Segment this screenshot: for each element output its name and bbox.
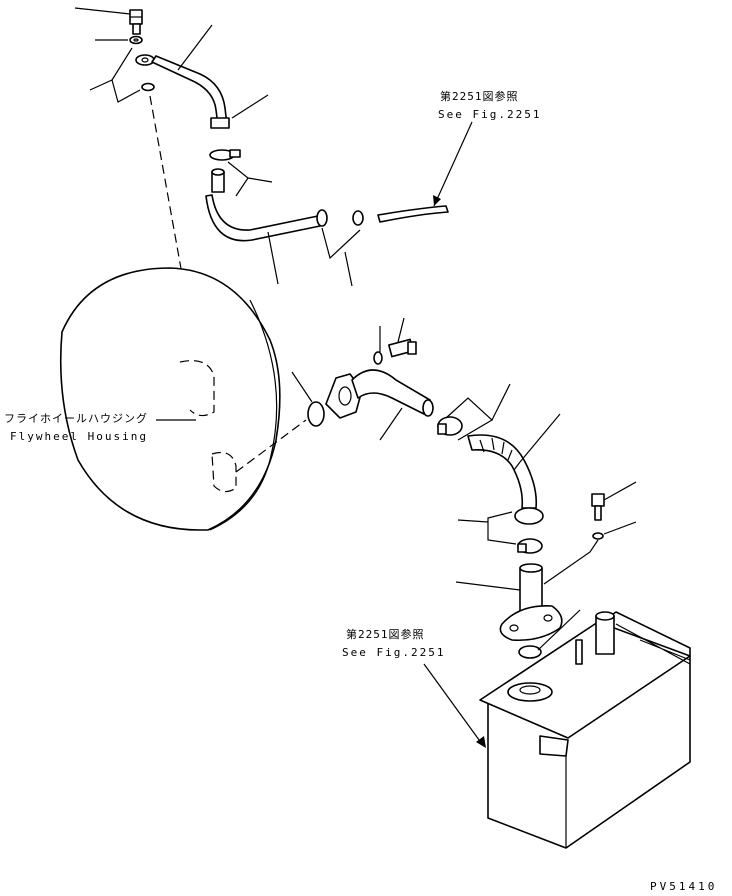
- leader-clamp3-tail: [457, 519, 489, 523]
- drawing-number: PV51410: [650, 880, 718, 893]
- top-bolt: [74, 7, 143, 35]
- leader-clamp2-tail: [491, 383, 511, 421]
- middle-breather-pipe: [205, 168, 364, 242]
- leader-pipe-ends: [321, 227, 361, 260]
- upper-ref-label-jp: 第2251図参照: [440, 90, 519, 103]
- tank-bolt: [591, 493, 605, 540]
- leader-flange-bolt: [397, 317, 405, 343]
- leader-tank-washer: [603, 521, 637, 535]
- flywheel-housing: [59, 267, 307, 531]
- lower-ref-arrow: [423, 663, 483, 745]
- leader-upper-pipe: [177, 24, 213, 71]
- leader-bracket-tail: [89, 79, 113, 91]
- upper-reference-hose: [377, 205, 449, 223]
- leader-flanged-tube: [455, 581, 521, 591]
- lower-ref-label-jp: 第2251図参照: [346, 628, 425, 641]
- leader-clamp-group: [227, 161, 249, 197]
- leader-gasket: [537, 609, 581, 651]
- leader-bracket: [111, 47, 141, 103]
- leader-curved-hose: [519, 413, 561, 463]
- breather-tank: [479, 611, 691, 849]
- hose-clamp-upper: [209, 149, 241, 161]
- top-washer: [129, 35, 143, 45]
- leader-tube-washer: [543, 539, 599, 585]
- o-ring: [307, 401, 325, 427]
- flange-bolt: [373, 338, 417, 365]
- curved-breather-hose: [467, 434, 544, 525]
- flanged-tube: [499, 563, 563, 642]
- leader-pipe-clamp: [231, 94, 269, 119]
- upper-ref-arrowhead: [433, 195, 441, 206]
- leader-elbow: [379, 407, 403, 441]
- leader-clamp2: [445, 397, 494, 441]
- leader-tank-bolt: [603, 481, 637, 501]
- upper-ref-label-en: See Fig.2251: [438, 108, 542, 121]
- leader-pipe-ends-tail: [344, 251, 353, 287]
- hose-clamp-lower: [517, 538, 543, 554]
- flywheel-label-en: Flywheel Housing: [10, 430, 148, 443]
- lower-ref-arrowhead: [476, 736, 486, 748]
- leader-o-ring: [291, 371, 313, 403]
- flanged-elbow: [325, 369, 434, 419]
- upper-ref-arrow: [433, 121, 473, 207]
- lower-ref-label-en: See Fig.2251: [342, 646, 446, 659]
- leader-middle-pipe: [267, 231, 279, 285]
- leader-clamp3: [487, 511, 517, 545]
- flywheel-label-jp: フライホイールハウジング: [4, 412, 148, 425]
- gasket: [518, 645, 542, 659]
- leader-clamp-tail: [247, 177, 273, 183]
- upper-breather-pipe: [135, 54, 230, 129]
- lower-washer: [141, 82, 155, 92]
- hose-clamp-middle: [437, 416, 463, 436]
